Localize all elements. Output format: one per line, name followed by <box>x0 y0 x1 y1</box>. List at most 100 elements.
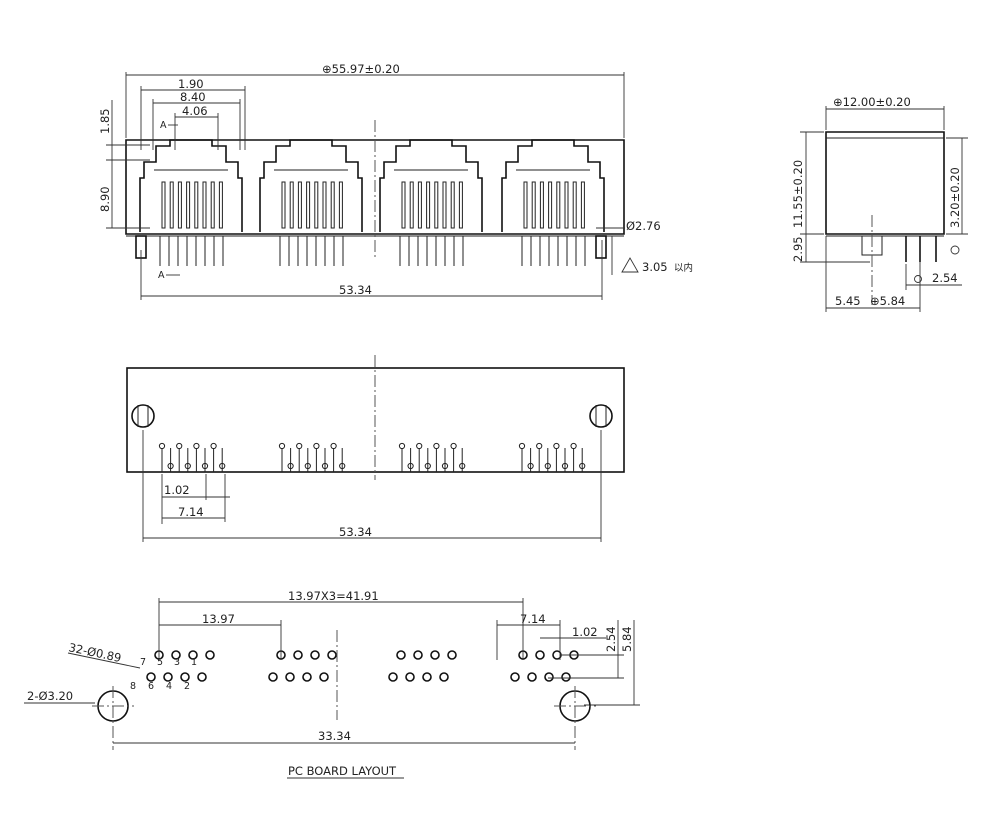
bottom-pin-tip <box>544 462 551 470</box>
front-port-opening <box>379 139 483 232</box>
pin-number-6: 6 <box>148 681 154 692</box>
side-5-84: ⊕5.84 <box>870 294 905 308</box>
bottom-pin-tip <box>450 442 457 450</box>
bottom-port-pins-2 <box>278 442 346 472</box>
front-contact <box>417 181 422 229</box>
pcb-port-holes-4 <box>510 650 579 682</box>
pin-number-4: 4 <box>166 681 172 692</box>
dim-3-05: 3.05 <box>642 260 668 274</box>
front-contact <box>426 181 431 229</box>
bottom-view: 1.02 7.14 53.34 <box>126 355 625 542</box>
front-port-opening <box>501 139 605 232</box>
bottom-pin-tip <box>184 462 191 470</box>
bottom-pin-tip <box>304 462 311 470</box>
bottom-pin-tip <box>201 462 209 470</box>
bottom-pin-group <box>158 442 586 472</box>
dim-1-85: 1.85 <box>98 108 112 134</box>
front-contact <box>531 181 536 229</box>
pcb-pin-hole <box>319 672 329 682</box>
front-contact <box>177 181 182 229</box>
pcb-pin-pitch: 1.02 <box>572 625 598 639</box>
pcb-port-pitch: 13.97 <box>202 612 235 626</box>
pcb-pin-hole <box>163 672 173 682</box>
bottom-pin-tip <box>424 462 431 470</box>
front-port-4 <box>501 139 605 232</box>
side-height-3-20: 3.20±0.20 <box>948 167 962 228</box>
front-contact <box>401 181 406 229</box>
dim-overall-width: ⊕55.97±0.20 <box>322 62 400 76</box>
pcb-peg-pitch: 33.34 <box>318 729 351 743</box>
bottom-pin-tip <box>321 462 329 470</box>
pin-number-5: 5 <box>157 657 163 668</box>
front-view: ⊕55.97±0.20 1.90 8.40 4.06 A A 1.85 8.90… <box>98 62 693 300</box>
front-contact <box>194 181 199 229</box>
bottom-pin-tip <box>193 442 200 450</box>
pcb-pin-hole <box>146 672 156 682</box>
front-port-opening <box>259 139 363 232</box>
bottom-port-pins-1 <box>158 442 226 472</box>
side-view: ⊕12.00±0.20 11.55±0.20 2.95 3.20±0.20 2.… <box>791 95 968 312</box>
pcb-pin-hole <box>205 650 215 660</box>
side-housing-outline <box>825 131 945 235</box>
front-contact <box>202 181 207 229</box>
front-contact <box>442 181 447 229</box>
pcb-pin-hole <box>197 672 207 682</box>
bottom-pin-tip <box>158 442 166 450</box>
pcb-pin-hole <box>388 672 398 682</box>
pcb-pin-holes-leader <box>67 652 141 669</box>
front-contact <box>458 181 463 229</box>
pcb-peg-right <box>554 686 596 750</box>
bottom-pin-tip <box>313 442 320 450</box>
pcb-peg-holes: 2-Ø3.20 <box>27 689 73 703</box>
dim-2-76: Ø2.76 <box>626 219 661 233</box>
front-contact <box>548 181 553 229</box>
pcb-pin-hole <box>188 650 198 660</box>
side-5-45: 5.45 <box>835 294 861 308</box>
dim-4-06: 4.06 <box>182 104 208 118</box>
front-contact <box>409 181 414 229</box>
pcb-total-pitch: 13.97X3=41.91 <box>288 589 379 603</box>
front-contact <box>564 181 569 229</box>
front-contact <box>338 181 343 229</box>
bottom-peg-right-outer <box>589 404 613 428</box>
front-legs <box>135 235 607 266</box>
front-contact <box>297 181 302 229</box>
section-a-top: A <box>160 120 167 131</box>
pcb-pin-hole <box>302 672 312 682</box>
front-port-2 <box>259 139 363 232</box>
bottom-pin-tip <box>441 462 449 470</box>
front-contact <box>580 181 585 229</box>
side-2-54: 2.54 <box>932 271 958 285</box>
bottom-pin-tip <box>433 442 440 450</box>
pin-number-1: 1 <box>191 657 197 668</box>
front-contact <box>218 181 223 229</box>
pin-number-8: 8 <box>130 681 136 692</box>
bottom-pin-tip <box>176 442 183 450</box>
bottom-pin-tip <box>570 442 577 450</box>
bottom-pin-tip <box>536 442 543 450</box>
front-contact <box>434 181 439 229</box>
bottom-peg-pitch: 53.34 <box>339 525 372 539</box>
bottom-pin-tip <box>219 462 226 470</box>
bottom-pin-tip <box>579 462 586 470</box>
pcb-pin-hole <box>430 650 440 660</box>
bottom-port-pins-4 <box>518 442 586 472</box>
pcb-port-holes-2 <box>268 650 337 682</box>
pcb-pin-hole <box>561 672 571 682</box>
front-contact <box>523 181 528 229</box>
bottom-pin-tip <box>278 442 286 450</box>
front-contact <box>281 181 286 229</box>
pcb-pin-hole <box>285 672 295 682</box>
bottom-pin-tip <box>407 462 414 470</box>
pcb-pin-hole <box>544 672 554 682</box>
pin-number-7: 7 <box>140 657 146 668</box>
bottom-pin-pitch: 1.02 <box>164 483 190 497</box>
pcb-row-offset: 2.54 <box>604 626 618 652</box>
pcb-pin-hole <box>180 672 190 682</box>
front-contact <box>306 181 311 229</box>
front-housing-outline <box>125 139 625 235</box>
pcb-pin-hole <box>422 672 432 682</box>
pcb-layout: 13.97X3=41.91 13.97 7.14 1.02 2.54 5.84 … <box>24 589 640 779</box>
bottom-pin-tip <box>210 442 217 450</box>
bottom-pin-tip <box>561 462 569 470</box>
